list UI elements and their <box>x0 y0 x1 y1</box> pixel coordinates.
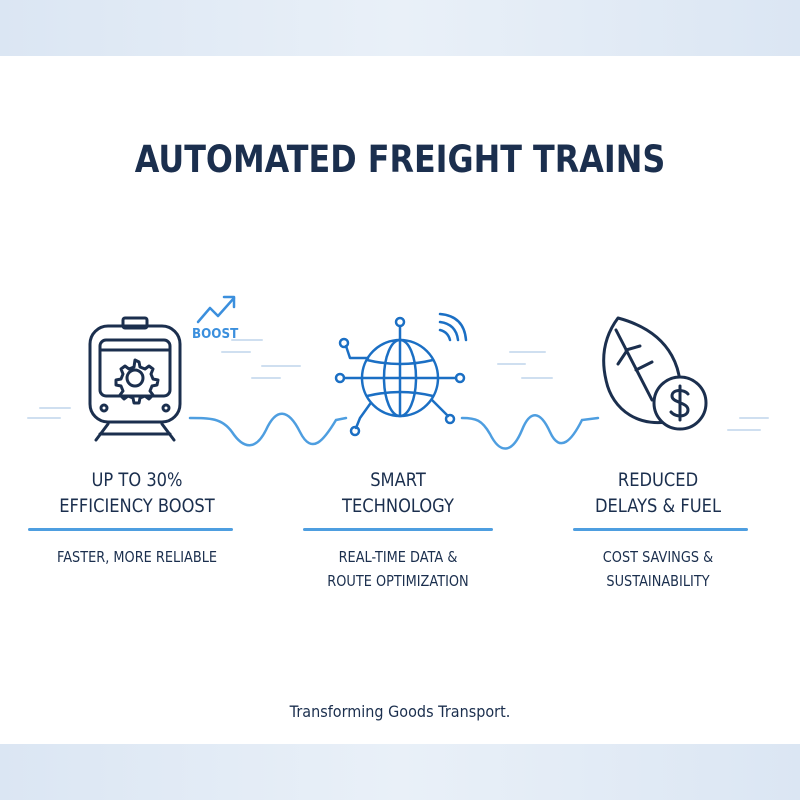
feature-heading-line1: REDUCED <box>617 470 699 491</box>
feature-sub-line1: FASTER, MORE RELIABLE <box>56 548 218 566</box>
tagline: Transforming Goods Transport. <box>289 702 511 721</box>
icon-scene <box>27 295 769 450</box>
feature-divider <box>303 528 493 531</box>
top-band <box>0 0 800 56</box>
feature-heading-line2: DELAYS & FUEL <box>594 496 722 517</box>
connector-wave <box>188 412 600 450</box>
feature-sub-line2: ROUTE OPTIMIZATION <box>327 572 469 590</box>
feature-heading-line1: UP TO 30% <box>91 470 183 491</box>
boost-arrow-icon <box>196 295 236 324</box>
feature-divider <box>573 528 748 531</box>
feature-heading-line2: EFFICIENCY BOOST <box>59 496 215 517</box>
page-title: AUTOMATED FREIGHT TRAINS <box>134 138 666 181</box>
feature-sub-line2: SUSTAINABILITY <box>606 572 710 590</box>
feature-sub-line1: COST SAVINGS & <box>602 548 714 566</box>
feature-reduced-delays: REDUCED DELAYS & FUEL COST SAVINGS & SUS… <box>543 468 773 593</box>
feature-divider <box>28 528 233 531</box>
boost-label: BOOST <box>192 327 239 342</box>
feature-heading-line1: SMART <box>370 470 426 491</box>
feature-smart-technology: SMART TECHNOLOGY REAL-TIME DATA & ROUTE … <box>283 468 513 593</box>
feature-efficiency: UP TO 30% EFFICIENCY BOOST FASTER, MORE … <box>22 468 252 569</box>
bottom-band <box>0 744 800 800</box>
train-gear-icon <box>88 316 182 442</box>
feature-sub-line1: REAL-TIME DATA & <box>338 548 458 566</box>
leaf-dollar-icon <box>602 316 708 431</box>
speed-lines <box>27 339 769 431</box>
network-globe-icon <box>334 312 468 437</box>
feature-heading-line2: TECHNOLOGY <box>342 496 454 517</box>
